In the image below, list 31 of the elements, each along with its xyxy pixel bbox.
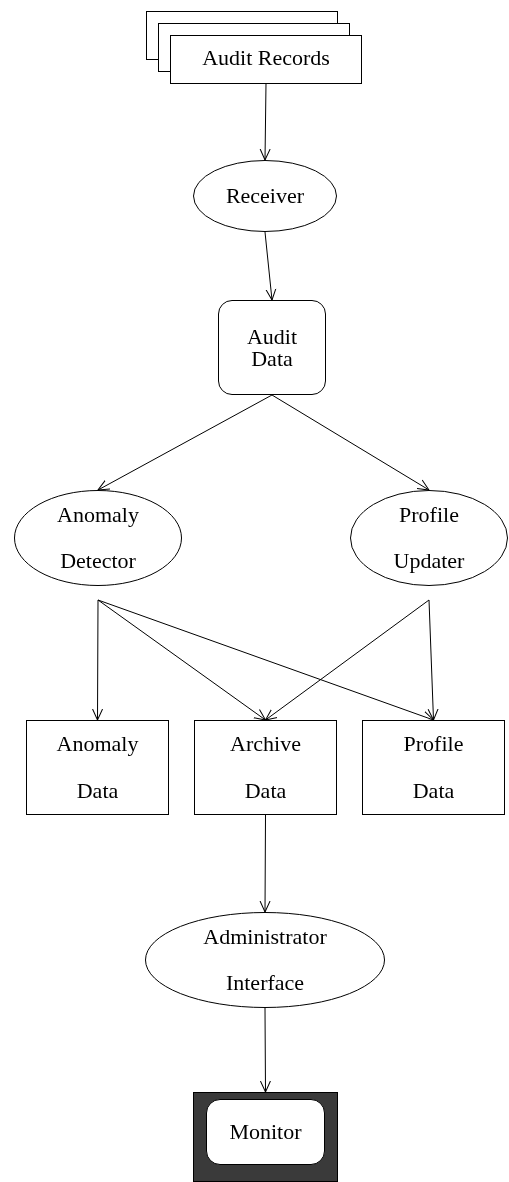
process-ellipse <box>350 490 508 586</box>
document-stack <box>146 11 362 83</box>
monitor-screen: Monitor <box>206 1099 325 1165</box>
data-store-box <box>218 300 326 395</box>
process-ellipse <box>193 160 337 232</box>
process-ellipse <box>14 490 182 586</box>
process-ellipse <box>145 912 385 1008</box>
arrow <box>259 82 271 161</box>
arrow <box>97 599 266 721</box>
arrow <box>264 231 277 301</box>
node-label: Administrator Interface <box>202 922 328 997</box>
arrow <box>271 394 430 491</box>
data-store-box <box>362 720 505 815</box>
arrow <box>92 599 104 721</box>
data-store-box <box>194 720 337 815</box>
arrow <box>427 599 439 721</box>
node-label: Audit Data <box>245 325 299 370</box>
arrow <box>259 814 271 913</box>
node-label: Anomaly Data <box>55 730 140 805</box>
arrow <box>259 1007 271 1093</box>
node-label: Audit Records <box>202 47 330 69</box>
arrow <box>265 599 430 721</box>
arrow <box>97 394 273 491</box>
data-store-box <box>26 720 169 815</box>
node-label: Receiver <box>225 185 305 207</box>
node-label: Archive Data <box>229 730 302 805</box>
node-label: Anomaly Detector <box>56 500 140 575</box>
node-label: Profile Updater <box>392 500 466 575</box>
monitor-drawing <box>193 1092 338 1182</box>
node-label: Profile Data <box>402 730 465 805</box>
arrow <box>97 599 434 722</box>
